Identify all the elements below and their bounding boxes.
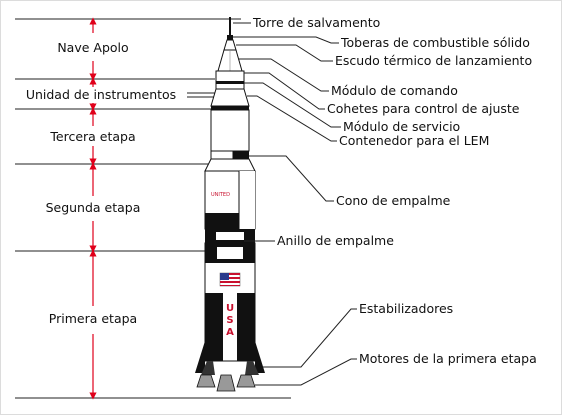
- stage-label-tercera: Tercera etapa: [49, 129, 135, 144]
- component-labels: Torre de salvamento Toberas de combustib…: [252, 15, 537, 366]
- stage-labels: Nave Apolo Unidad de instrumentos Tercer…: [19, 39, 185, 328]
- leader-lines: [233, 22, 357, 386]
- instrument-unit: [211, 106, 249, 110]
- leader-modulo-comando: [238, 58, 329, 92]
- label-escudo: Escudo térmico de lanzamiento: [335, 53, 532, 68]
- fin-right: [255, 341, 265, 373]
- label-toberas: Toberas de combustible sólido: [340, 35, 530, 50]
- engines: [196, 374, 256, 392]
- label-contenedor: Contenedor para el LEM: [339, 133, 489, 148]
- label-modulo-comando: Módulo de comando: [331, 83, 458, 98]
- third-stage: [210, 109, 250, 152]
- usa-text-a: A: [226, 327, 234, 338]
- stage-label-unidad: Unidad de instrumentos: [26, 87, 176, 102]
- label-modulo-servicio: Módulo de servicio: [343, 119, 460, 134]
- rocket: UNITED U S A: [195, 17, 265, 392]
- leader-escudo: [236, 44, 333, 62]
- leader-modulo-servicio: [244, 82, 341, 128]
- usa-text-u: U: [226, 303, 234, 314]
- leader-cohetes: [244, 72, 325, 110]
- label-cohetes: Cohetes para control de ajuste: [327, 101, 520, 116]
- leader-cono: [249, 155, 334, 202]
- leader-motores: [255, 358, 357, 386]
- label-cono: Cono de empalme: [336, 193, 451, 208]
- leader-estabilizadores: [263, 308, 357, 368]
- leader-toberas: [233, 36, 339, 44]
- label-motores: Motores de la primera etapa: [359, 351, 537, 366]
- lem-adapter: [210, 88, 250, 107]
- svg-text:UNITED: UNITED: [211, 192, 230, 198]
- label-estabilizadores: Estabilizadores: [359, 301, 453, 316]
- label-torre-salvamento: Torre de salvamento: [252, 15, 380, 30]
- stage-boundaries: [15, 18, 291, 399]
- label-anillo: Anillo de empalme: [277, 233, 394, 248]
- tower-truss: [223, 39, 237, 51]
- stage-label-apolo: Nave Apolo: [57, 40, 128, 55]
- stage-label-primera: Primera etapa: [49, 311, 137, 326]
- fin-left: [195, 341, 205, 373]
- tower-nozzles: [227, 35, 233, 40]
- leader-contenedor: [247, 95, 337, 142]
- us-flag: [219, 272, 241, 287]
- stage-label-segunda: Segunda etapa: [46, 200, 141, 215]
- usa-text-s: S: [226, 315, 233, 326]
- interstage-cone: [204, 158, 256, 172]
- service-module: [215, 70, 245, 90]
